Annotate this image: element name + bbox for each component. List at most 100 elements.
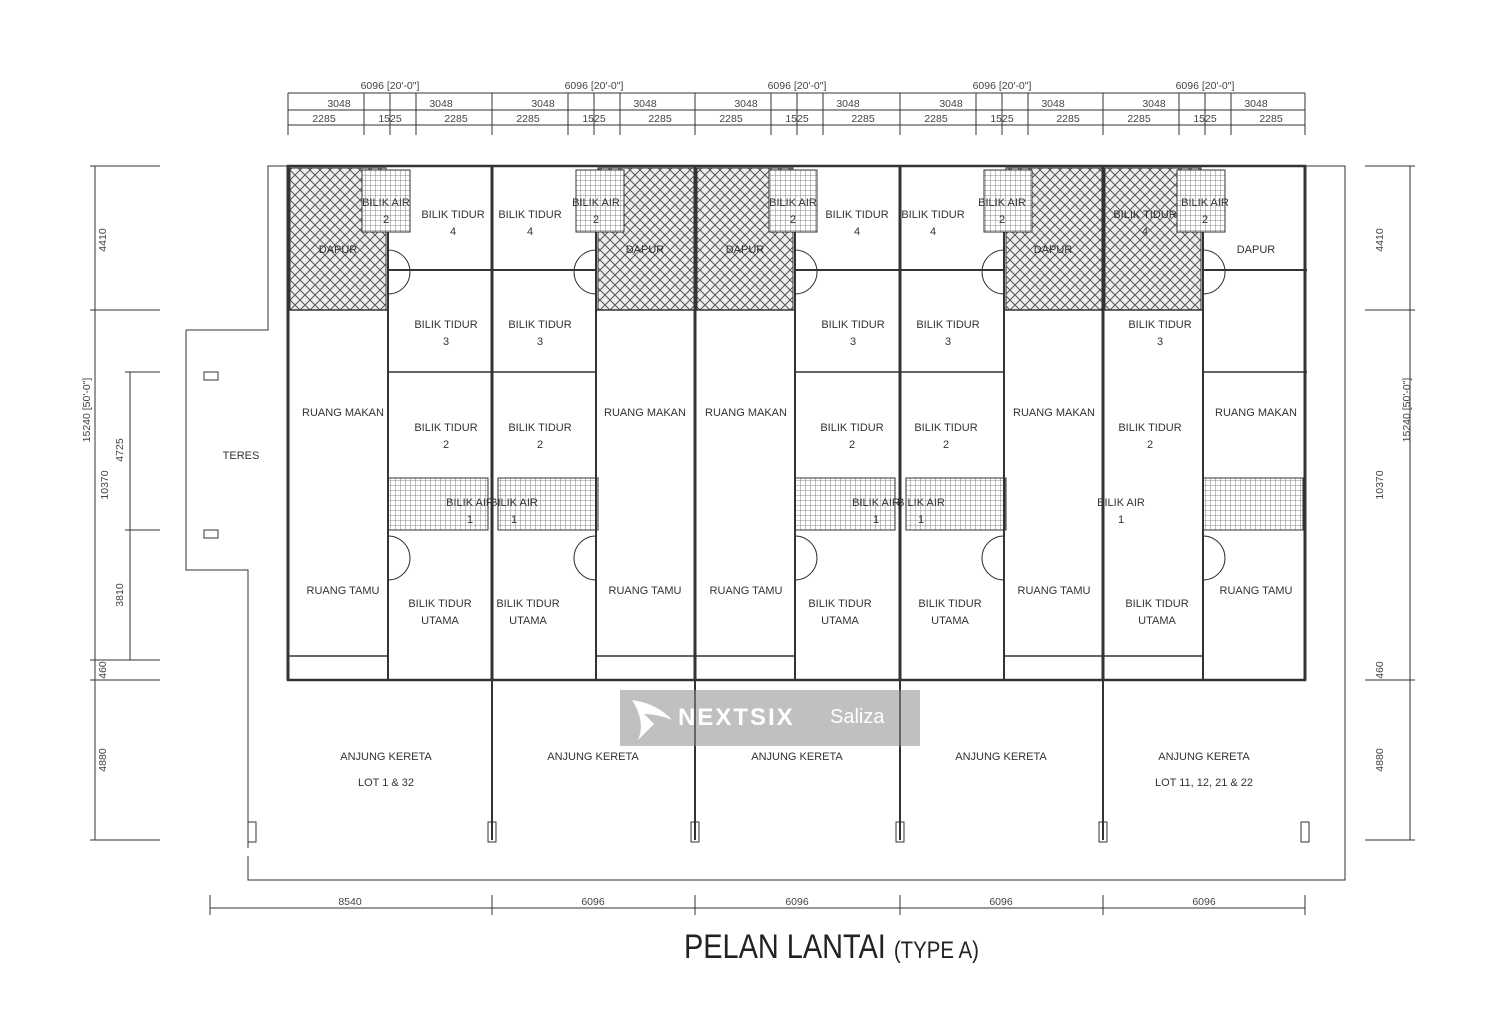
door-swing bbox=[387, 535, 411, 581]
column bbox=[203, 371, 219, 381]
nextsix-logo-icon bbox=[632, 700, 672, 740]
watermark-brand: NEXTSIX bbox=[678, 704, 795, 731]
plan-title-type: (TYPE A) bbox=[893, 937, 979, 964]
door-swing bbox=[1202, 535, 1226, 581]
dimension-label: 2285 bbox=[924, 113, 948, 125]
door-swing bbox=[794, 535, 818, 581]
dimension-label: 3810 bbox=[114, 583, 126, 607]
dimension-label: 1525 bbox=[1193, 113, 1217, 125]
lot-label: LOT 1 & 32 bbox=[358, 777, 414, 789]
room-label-kitchen: DAPUR bbox=[1237, 244, 1276, 256]
column bbox=[690, 821, 700, 843]
dimension-label: 2285 bbox=[648, 113, 672, 125]
door-swing bbox=[387, 249, 411, 295]
dimension-label: 1525 bbox=[582, 113, 606, 125]
dimension-label: 2285 bbox=[1127, 113, 1151, 125]
room-label-living-room: RUANG TAMU bbox=[1220, 585, 1293, 597]
dimension-label: 4880 bbox=[97, 748, 109, 772]
door-swing bbox=[573, 249, 597, 295]
dimension-label: 6096 [20'-0"] bbox=[973, 80, 1032, 92]
door-swing bbox=[573, 535, 597, 581]
bathroom-1-floor bbox=[387, 477, 489, 531]
column bbox=[247, 821, 257, 843]
dimension-label: 3048 bbox=[633, 98, 657, 110]
room-label-living-room: RUANG TAMU bbox=[307, 585, 380, 597]
carport-label: ANJUNG KERETA bbox=[1158, 751, 1250, 763]
dimension-label: 3048 bbox=[327, 98, 351, 110]
dimension-label: 6096 [20'-0"] bbox=[1176, 80, 1235, 92]
dimension-label: 1525 bbox=[378, 113, 402, 125]
column bbox=[487, 821, 497, 843]
bathroom-1-floor bbox=[1202, 477, 1304, 531]
bathroom-2-floor bbox=[1176, 169, 1226, 233]
room-label-living-room: RUANG TAMU bbox=[609, 585, 682, 597]
dimension-label: 6096 [20'-0"] bbox=[768, 80, 827, 92]
terrace-boundary bbox=[185, 165, 288, 840]
bathroom-2-floor bbox=[983, 169, 1033, 233]
carport-label: ANJUNG KERETA bbox=[751, 751, 843, 763]
dimension-label: 3048 bbox=[429, 98, 453, 110]
dimension-label: 6096 bbox=[989, 896, 1013, 908]
walls bbox=[90, 92, 1415, 915]
dimension-label: 15240 [50'-0"] bbox=[81, 378, 93, 443]
dimension-label: 3048 bbox=[531, 98, 555, 110]
dimension-label: 6096 bbox=[581, 896, 605, 908]
room-label-kitchen: DAPUR bbox=[1034, 244, 1073, 256]
dimension-label: 3048 bbox=[1041, 98, 1065, 110]
door-swing bbox=[981, 249, 1005, 295]
dimension-label: 2285 bbox=[1259, 113, 1283, 125]
dimension-label: 2285 bbox=[312, 113, 336, 125]
room-label-dining-room: RUANG MAKAN bbox=[1013, 407, 1095, 419]
room-label-kitchen: DAPUR bbox=[726, 244, 765, 256]
door-swing bbox=[981, 535, 1005, 581]
dimension-label: 6096 bbox=[785, 896, 809, 908]
dimension-label: 3048 bbox=[734, 98, 758, 110]
column bbox=[1300, 821, 1310, 843]
room-label-kitchen: DAPUR bbox=[319, 244, 358, 256]
dimension-label: 10370 bbox=[1374, 470, 1386, 499]
dimension-label: 4880 bbox=[1374, 748, 1386, 772]
dimension-label: 2285 bbox=[1056, 113, 1080, 125]
watermark: NEXTSIX Saliza bbox=[620, 690, 920, 746]
dimension-label: 1525 bbox=[990, 113, 1014, 125]
dimension-label: 6096 bbox=[1192, 896, 1216, 908]
carport-label: ANJUNG KERETA bbox=[955, 751, 1047, 763]
room-label-kitchen: DAPUR bbox=[626, 244, 665, 256]
dimension-label: 6096 [20'-0"] bbox=[565, 80, 624, 92]
room-label-dining-room: RUANG MAKAN bbox=[604, 407, 686, 419]
watermark-agent: Saliza bbox=[830, 706, 885, 728]
column bbox=[1098, 821, 1108, 843]
dimension-label: 15240 [50'-0"] bbox=[1401, 378, 1413, 443]
plan-title-main: PELAN LANTAI bbox=[684, 928, 886, 966]
bathroom-2-floor bbox=[361, 169, 411, 233]
bathroom-1-floor bbox=[905, 477, 1007, 531]
dimension-label: 3048 bbox=[1244, 98, 1268, 110]
dimension-label: 3048 bbox=[939, 98, 963, 110]
bathroom-1-floor bbox=[794, 477, 896, 531]
